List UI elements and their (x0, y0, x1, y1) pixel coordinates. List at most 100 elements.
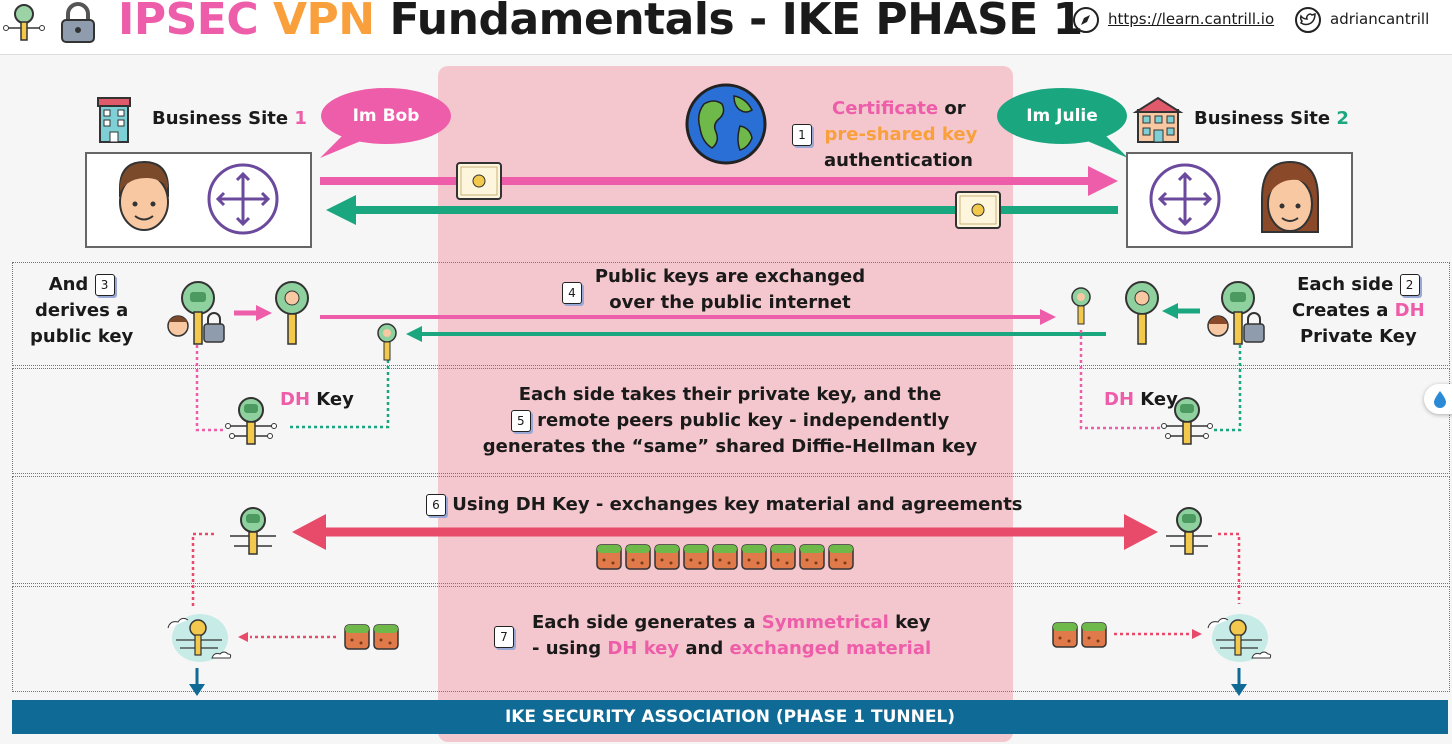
step4-line1: Public keys are exchanged (594, 266, 866, 287)
material-pair-right (1052, 622, 1107, 648)
material-block (625, 544, 651, 570)
material-block (828, 544, 854, 570)
step4-badge: 4 (562, 282, 582, 304)
julie-speech-bubble (997, 88, 1128, 158)
material-block (596, 544, 622, 570)
site2-label: Business Site 2 (1194, 108, 1349, 129)
step3-and: And (48, 274, 89, 295)
network-key-icon (3, 4, 45, 41)
key-material-blocks (596, 544, 854, 570)
router-icon-site2 (1149, 163, 1221, 235)
dh-key-label-left: DH Key (280, 389, 354, 410)
title-ipsec: IPSEC (118, 0, 259, 45)
bob-avatar (119, 160, 169, 231)
site1-label-text: Business Site (152, 108, 289, 129)
step4-line2: over the public internet (609, 292, 851, 313)
step5-number-badge: 5 (510, 410, 531, 432)
step7-badge: 7 (494, 626, 514, 648)
step2-number-badge: 2 (1399, 274, 1420, 296)
router-icon-site1 (207, 163, 279, 235)
row-key-material (12, 476, 1450, 584)
step1-psk: pre-shared key (824, 124, 978, 145)
step1-number-badge: 1 (792, 124, 812, 146)
site2-number: 2 (1336, 108, 1349, 129)
material-block (770, 544, 796, 570)
symmetric-key-cloud-left (167, 614, 232, 662)
step7-and: and (685, 638, 724, 659)
dh-label-left-dh: DH (280, 389, 311, 410)
material-block (741, 544, 767, 570)
step7-text: Each side generates a Symmetrical key - … (532, 610, 931, 662)
step2-line1: Each side 2 (1292, 272, 1425, 298)
material-block (799, 544, 825, 570)
julie-avatar (1261, 160, 1319, 233)
private-key-with-lock-right (1207, 281, 1265, 345)
step1-text: Certificate or 1 pre-shared key authenti… (792, 96, 977, 174)
step3-line1: And 3 (30, 272, 133, 298)
twitter-icon (1295, 7, 1321, 33)
material-block (1052, 622, 1078, 648)
step5-text: Each side takes their private key, and t… (480, 382, 980, 460)
step4-text: Public keys are exchanged over the publi… (560, 264, 900, 316)
certificate-icon-1 (456, 162, 502, 200)
bob-speech-text: Im Bob (352, 106, 420, 126)
site1-label: Business Site 1 (152, 108, 307, 129)
material-block (373, 624, 399, 650)
website-link[interactable]: https://learn.cantrill.io (1108, 10, 1275, 28)
public-key-icon-right (1125, 281, 1159, 345)
step7-exchanged-material: exchanged material (729, 638, 932, 659)
step3-line2: derives a (35, 300, 129, 321)
step5-line2: 5 remote peers public key - independentl… (480, 408, 980, 434)
step1-certificate: Certificate (832, 98, 939, 119)
step7-line2: - using DH key and exchanged material (532, 636, 931, 662)
row-key-exchange (12, 262, 1450, 366)
step1-auth: authentication (824, 150, 973, 171)
title-rest: Fundamentals - IKE PHASE 1 (389, 0, 1083, 45)
material-block (683, 544, 709, 570)
step2-text: Each side 2 Creates a DH Private Key (1292, 272, 1425, 350)
step1-line2: 1 pre-shared key (792, 122, 977, 148)
row-symmetric-key (12, 586, 1450, 692)
step7-dh-key: DH key (607, 638, 680, 659)
site1-number: 1 (294, 108, 307, 129)
step5-line2-text: remote peers public key - independently (537, 410, 950, 431)
dh-label-right-key: Key (1140, 389, 1178, 410)
step1-line1: Certificate or (792, 96, 977, 122)
material-block (344, 624, 370, 650)
dh-key-label-right: DH Key (1104, 389, 1178, 410)
dh-key-icon-step6-right (1166, 507, 1212, 555)
step3-line3: public key (30, 326, 134, 347)
material-block (654, 544, 680, 570)
twitter-handle[interactable]: adriancantrill (1330, 10, 1430, 28)
site2-label-text: Business Site (1194, 108, 1331, 129)
certificate-icon-2 (955, 191, 1001, 229)
step2-line3: Private Key (1299, 326, 1417, 347)
building-icon-site2 (1132, 96, 1184, 143)
step3-number-badge: 3 (94, 274, 115, 296)
step2-dh: DH (1394, 300, 1425, 321)
padlock-icon (61, 2, 95, 43)
row-dh-key (12, 368, 1450, 474)
dh-label-left-key: Key (316, 389, 354, 410)
dh-key-icon-right (1161, 397, 1213, 445)
step3-text: And 3 derives a public key (30, 272, 133, 350)
dh-key-icon-step6-left (230, 507, 276, 555)
header-bar (0, 0, 1452, 55)
step7-line1: Each side generates a Symmetrical key (532, 610, 931, 636)
droplet-icon (1434, 391, 1446, 408)
step7-l1c: key (895, 612, 931, 633)
material-pair-left (344, 624, 399, 650)
compass-icon (1073, 7, 1099, 33)
step2-each-side: Each side (1297, 274, 1394, 295)
step2-creates: Creates a (1292, 300, 1389, 321)
step1-or: or (944, 98, 966, 119)
step5-line1: Each side takes their private key, and t… (518, 384, 942, 405)
title-vpn: VPN (272, 0, 375, 45)
ike-sa-tunnel-bar: IKE SECURITY ASSOCIATION (PHASE 1 TUNNEL… (12, 700, 1448, 734)
droplet-side-button[interactable] (1424, 384, 1452, 414)
step2-line2: Creates a DH (1292, 298, 1425, 324)
remote-public-key-left (377, 323, 397, 361)
public-key-icon-left (275, 281, 309, 345)
material-block (712, 544, 738, 570)
